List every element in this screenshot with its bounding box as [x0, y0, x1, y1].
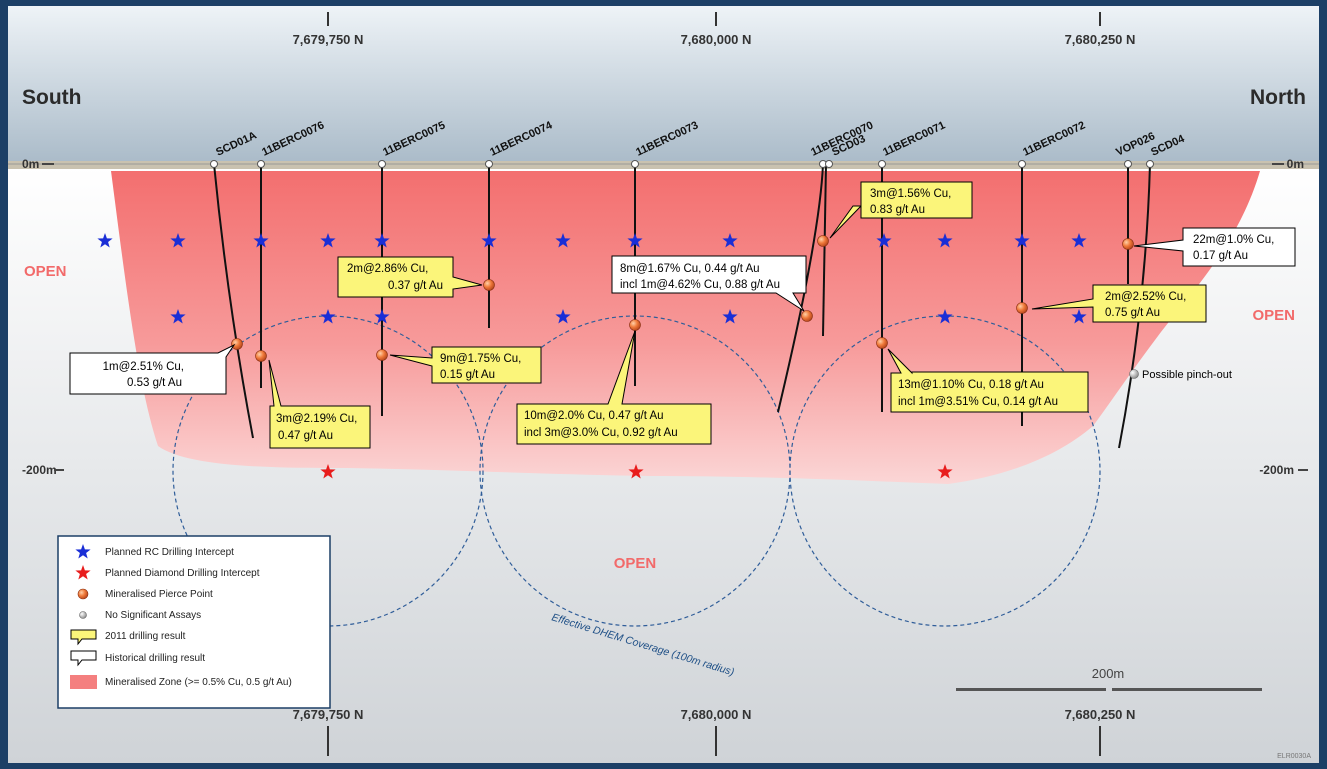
svg-text:incl 3m@3.0% Cu, 0.92 g/t Au: incl 3m@3.0% Cu, 0.92 g/t Au [524, 427, 678, 439]
svg-text:0.37 g/t Au: 0.37 g/t Au [388, 280, 443, 292]
trace-11berc0070 [777, 163, 824, 413]
north-label: North [1250, 86, 1306, 109]
callout-c2: 3m@2.19% Cu, 0.47 g/t Au [268, 359, 371, 449]
svg-text:0.47 g/t Au: 0.47 g/t Au [278, 430, 333, 442]
svg-text:1m@2.51% Cu,: 1m@2.51% Cu, [103, 361, 184, 373]
legend-historical-callout-icon [70, 650, 97, 667]
svg-text:9m@1.75% Cu,: 9m@1.75% Cu, [440, 353, 521, 365]
legend-rc-label: Planned RC Drilling Intercept [105, 547, 234, 558]
callout-c1: 1m@2.51% Cu, 0.53 g/t Au [69, 343, 236, 395]
callout-c5: 10m@2.0% Cu, 0.47 g/t Au incl 3m@3.0% Cu… [516, 330, 712, 445]
callout-c6: 8m@1.67% Cu, 0.44 g/t Au incl 1m@4.62% C… [611, 255, 807, 312]
open-label-right: OPEN [1252, 307, 1295, 324]
depth-0m-left: 0m [22, 157, 39, 171]
depth-0m-right: 0m [1287, 157, 1304, 171]
legend-no-assay-label: No Significant Assays [105, 610, 201, 621]
svg-text:0.17 g/t Au: 0.17 g/t Au [1193, 250, 1248, 262]
legend-2011-label: 2011 drilling result [105, 631, 186, 642]
callout-c3: 2m@2.86% Cu, 0.37 g/t Au [337, 256, 483, 298]
scale-bar: 200m [956, 666, 1262, 691]
depth-200m-left: -200m [22, 463, 57, 477]
legend-2011-callout-icon [70, 629, 97, 646]
north-tick-bottom-2: 7,680,000 N [681, 707, 752, 722]
trace-scd03 [822, 163, 827, 337]
open-label-bottom: OPEN [614, 555, 657, 572]
cross-section-stage: 7,679,750 N 7,680,000 N 7,680,250 N 7,67… [8, 6, 1319, 763]
north-tick-top-3: 7,680,250 N [1065, 32, 1136, 47]
scale-bar-label: 200m [1092, 666, 1125, 681]
surface-band [8, 161, 1319, 169]
sky-background [8, 6, 1319, 166]
north-tick-bottom-3: 7,680,250 N [1065, 707, 1136, 722]
cross-section-svg: 7,679,750 N 7,680,000 N 7,680,250 N 7,67… [8, 6, 1319, 763]
drill-collars [210, 160, 1154, 168]
svg-text:incl 1m@4.62% Cu, 0.88 g/t Au: incl 1m@4.62% Cu, 0.88 g/t Au [620, 279, 780, 291]
north-tick-top-2: 7,680,000 N [681, 32, 752, 47]
north-tick-top-1: 7,679,750 N [293, 32, 364, 47]
svg-text:3m@1.56% Cu,: 3m@1.56% Cu, [870, 188, 951, 200]
bottom-northing-ticks: 7,679,750 N 7,680,000 N 7,680,250 N [293, 707, 1136, 756]
legend-no-assay-icon [79, 611, 87, 619]
figure-reference-code: ELR0030A [1277, 753, 1311, 760]
svg-text:8m@1.67% Cu, 0.44 g/t Au: 8m@1.67% Cu, 0.44 g/t Au [620, 263, 760, 275]
svg-text:2m@2.52% Cu,: 2m@2.52% Cu, [1105, 291, 1186, 303]
mineralised-pierce-points [231, 235, 1134, 362]
no-significant-assay-point [1129, 369, 1139, 379]
legend-zone-swatch [70, 675, 97, 689]
svg-text:13m@1.10% Cu, 0.18 g/t Au: 13m@1.10% Cu, 0.18 g/t Au [898, 379, 1044, 391]
pinch-out-label: Possible pinch-out [1142, 369, 1232, 381]
legend: Planned RC Drilling Intercept Planned Di… [57, 535, 331, 709]
callout-c10: 22m@1.0% Cu, 0.17 g/t Au [1133, 227, 1296, 267]
callout-c4: 9m@1.75% Cu, 0.15 g/t Au [389, 346, 542, 384]
svg-text:22m@1.0% Cu,: 22m@1.0% Cu, [1193, 234, 1274, 246]
callout-c7: 3m@1.56% Cu, 0.83 g/t Au [829, 181, 973, 239]
south-label: South [22, 86, 81, 109]
svg-text:2m@2.86% Cu,: 2m@2.86% Cu, [347, 263, 428, 275]
legend-zone-label: Mineralised Zone (>= 0.5% Cu, 0.5 g/t Au… [105, 677, 292, 688]
legend-pierce-point-icon [77, 588, 89, 600]
north-tick-bottom-1: 7,679,750 N [293, 707, 364, 722]
callout-c8: 13m@1.10% Cu, 0.18 g/t Au incl 1m@3.51% … [887, 348, 1089, 413]
callout-c9: 2m@2.52% Cu, 0.75 g/t Au [1031, 284, 1207, 323]
svg-text:0.15 g/t Au: 0.15 g/t Au [440, 369, 495, 381]
top-northing-ticks: 7,679,750 N 7,680,000 N 7,680,250 N [293, 12, 1136, 47]
svg-text:0.53 g/t Au: 0.53 g/t Au [127, 377, 182, 389]
legend-historical-label: Historical drilling result [105, 653, 205, 664]
open-label-left: OPEN [24, 263, 67, 280]
svg-text:3m@2.19% Cu,: 3m@2.19% Cu, [276, 413, 357, 425]
depth-200m-right: -200m [1259, 463, 1294, 477]
legend-pierce-label: Mineralised Pierce Point [105, 589, 213, 600]
svg-text:0.83 g/t Au: 0.83 g/t Au [870, 204, 925, 216]
svg-text:incl 1m@3.51% Cu, 0.14 g/t Au: incl 1m@3.51% Cu, 0.14 g/t Au [898, 396, 1058, 408]
svg-text:10m@2.0% Cu, 0.47 g/t Au: 10m@2.0% Cu, 0.47 g/t Au [524, 410, 664, 422]
svg-text:0.75 g/t Au: 0.75 g/t Au [1105, 307, 1160, 319]
legend-diamond-label: Planned Diamond Drilling Intercept [105, 568, 260, 579]
trace-scd01a [213, 163, 254, 439]
